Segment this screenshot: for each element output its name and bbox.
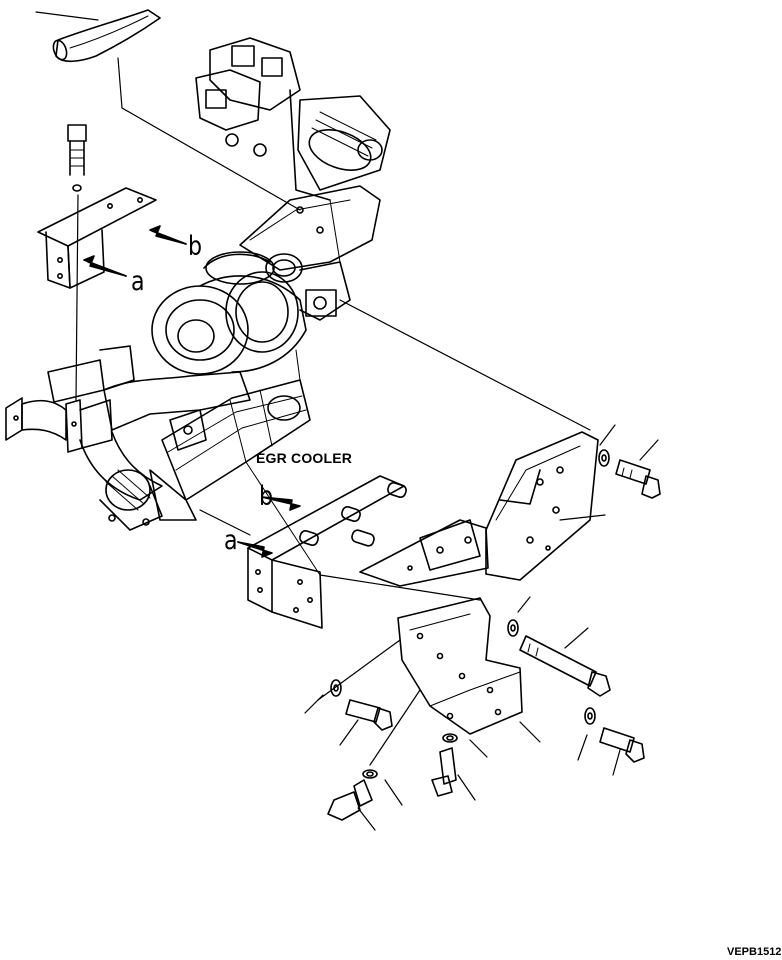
upper-bracket — [37, 187, 157, 289]
ref-label-b-lower: b — [259, 481, 274, 512]
intake-hose — [52, 9, 161, 63]
turbocharger — [151, 251, 351, 375]
leader-lines — [35, 11, 659, 831]
drawing-code: VEPB1512 — [727, 946, 782, 958]
lower-support-bracket — [397, 597, 523, 735]
egr-valve-assembly — [195, 37, 391, 201]
flex-pipe — [79, 371, 251, 531]
ref-label-a-upper: a — [131, 266, 145, 297]
crossover-pipe — [239, 185, 381, 283]
mid-bracket — [359, 519, 489, 587]
ref-label-a-lower: a — [224, 525, 238, 556]
ref-arrows — [83, 225, 301, 558]
upper-bolt — [67, 124, 87, 192]
egr-cooler — [149, 379, 311, 521]
assembly-lines — [245, 199, 341, 576]
ref-label-b-upper: b — [188, 231, 203, 262]
bolts — [327, 459, 661, 821]
right-mount-plate — [485, 431, 599, 581]
egr-cooler-label: EGR COOLER — [256, 450, 353, 466]
washers — [330, 449, 610, 779]
exhaust-elbow — [5, 345, 135, 453]
cooler-bracket — [247, 475, 407, 629]
